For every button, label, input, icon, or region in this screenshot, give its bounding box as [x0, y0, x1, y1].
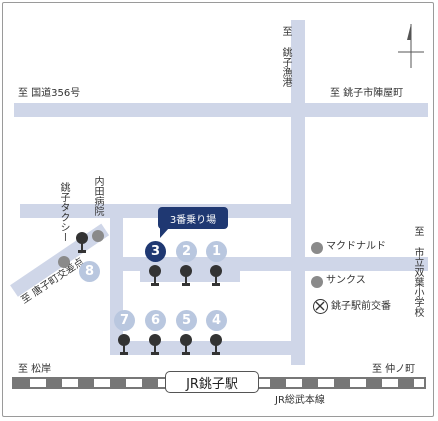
- stop-7-pole: [118, 334, 130, 356]
- station-name: JR銚子駅: [165, 371, 259, 393]
- road-station-front: [110, 341, 305, 355]
- stop-5-pole: [180, 334, 192, 356]
- stop-3-pole: [149, 265, 161, 287]
- stop-8: 8: [79, 261, 100, 282]
- callout-pointer: [160, 228, 169, 238]
- stop-6-pole: [149, 334, 161, 356]
- label-futaba-school: 至 市立双葉小学校: [412, 226, 423, 317]
- label-choshi-fishing-port: 至 銚子漁港: [280, 26, 291, 87]
- choshi-taxi-marker: [58, 256, 70, 268]
- north-arrow-icon: [398, 24, 424, 68]
- mcdonalds-marker: [311, 242, 323, 254]
- label-railway-line: JR総武本線: [275, 395, 325, 406]
- label-choshi-taxi: 銚子タクシー: [58, 182, 69, 242]
- label-route356: 至 国道356号: [18, 88, 81, 99]
- stop-2: 2: [176, 241, 197, 262]
- stop-1: 1: [206, 241, 227, 262]
- stop-7: 7: [114, 310, 135, 331]
- police-box-icon: [313, 299, 328, 314]
- label-nakanocho: 至 仲ノ町: [372, 364, 416, 375]
- label-sunkus: サンクス: [326, 275, 366, 286]
- stop-4-pole: [210, 334, 222, 356]
- road-left-vertical: [110, 204, 123, 354]
- stop-2-pole: [180, 265, 192, 287]
- sunkus-marker: [311, 276, 323, 288]
- stop-5: 5: [176, 310, 197, 331]
- label-choshi-byobugaura: 至 銚子市陣屋町: [330, 88, 404, 99]
- label-matsugishi: 至 松岸: [18, 364, 52, 375]
- platform-callout: 3番乗り場: [158, 207, 228, 229]
- road-vertical-fishing-port: [291, 20, 305, 365]
- stop-4: 4: [206, 310, 227, 331]
- label-mcdonalds: マクドナルド: [326, 241, 386, 252]
- taxi-stop-pole: [76, 232, 88, 254]
- label-uchida-hospital: 内田病院: [92, 176, 103, 216]
- label-koban: 銚子駅前交番: [331, 301, 391, 312]
- stop-3: 3: [145, 241, 166, 262]
- uchida-hospital-marker: [92, 230, 104, 242]
- road-route356: [14, 103, 428, 117]
- stop-1-pole: [210, 265, 222, 287]
- stop-6: 6: [145, 310, 166, 331]
- map-frame: [2, 2, 434, 417]
